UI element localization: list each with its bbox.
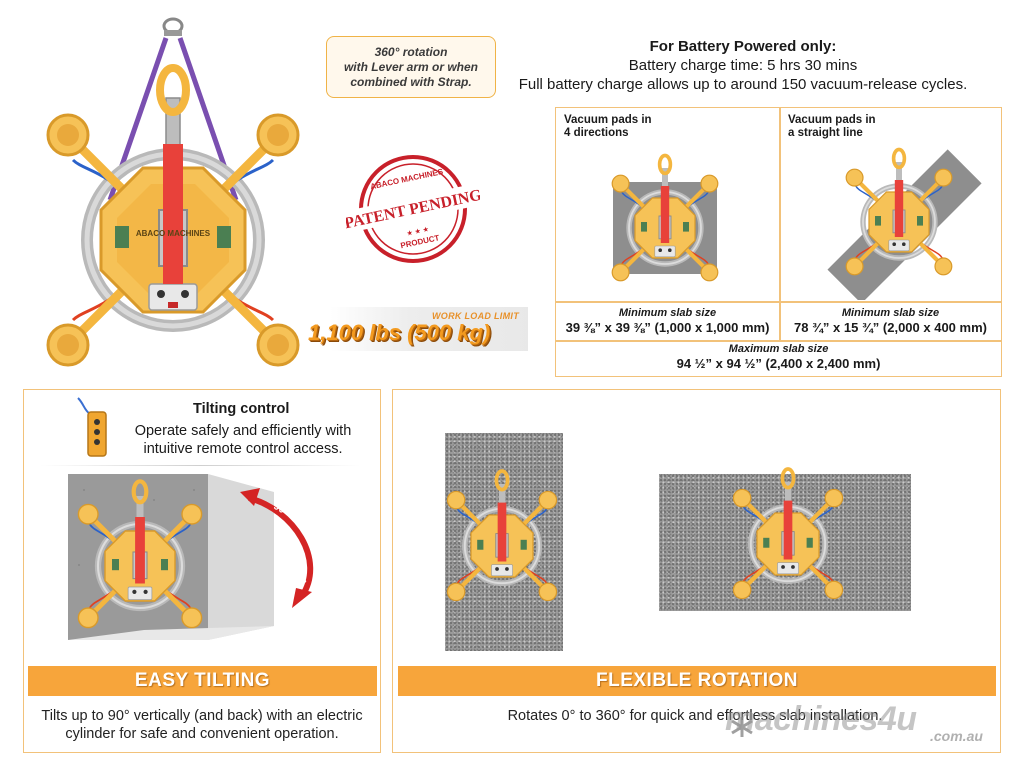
min-slab-4dir-label: Minimum slab size: [618, 307, 717, 319]
tilting-separator: [40, 465, 360, 466]
device-brand-label: ABACO MACHINES: [136, 229, 211, 238]
patent-pending-stamp: ABACO MACHINES PATENT PENDING PRODUCT ★ …: [346, 155, 480, 263]
battery-info: For Battery Powered only: Battery charge…: [500, 38, 986, 94]
easy-tilting-label: EASY TILTING: [134, 670, 271, 691]
pad-config-line-label: Vacuum pads in a straight line: [788, 114, 876, 140]
rotation-callout-line3: combined with Strap.: [350, 74, 472, 89]
rotation-callout-line1: 360° rotation: [374, 44, 448, 59]
work-load-label: WORK LOAD LIMIT: [432, 311, 519, 321]
pad-config-4dir-label: Vacuum pads in 4 directions: [564, 114, 652, 140]
max-slab-label: Maximum slab size: [728, 343, 829, 355]
rotation-callout: 360° rotation with Lever arm or when com…: [326, 36, 496, 98]
watermark-domain: .com.au: [930, 728, 983, 744]
shackle-icon: [162, 17, 184, 36]
remote-control-icon: [77, 397, 107, 457]
watermark-logo-icon: [731, 717, 753, 737]
watermark-brand: machines4u: [725, 700, 917, 738]
easy-tilting-banner: EASY TILTING: [28, 666, 377, 696]
pad-config-4dir-line2: 4 directions: [564, 127, 629, 139]
rotation-lifter-vertical: [444, 456, 564, 616]
work-load-backdrop: [330, 307, 528, 351]
tilting-control-title: Tilting control: [193, 401, 290, 417]
tilt-angle-top: 90°: [272, 501, 291, 518]
pad-config-4dir-image: [611, 128, 721, 298]
stamp-bottom-text: PRODUCT: [400, 233, 441, 250]
battery-charge-time: Battery charge time: 5 hrs 30 mins: [628, 57, 858, 74]
specs-table: Vacuum pads in 4 directions Vacuum pads …: [555, 107, 1002, 377]
pad-config-line-image: [827, 130, 982, 300]
rotation-lifter-horizontal: [716, 448, 866, 608]
main-lifter-illustration: ABACO MACHINES: [40, 17, 310, 380]
max-slab-value: 94 ½” x 94 ½” (2,400 x 2,400 mm): [676, 356, 881, 371]
min-slab-line-value: 78 ¾” x 15 ¾” (2,000 x 400 mm): [794, 320, 987, 335]
rotation-callout-line2: with Lever arm or when: [343, 59, 479, 74]
flexible-rotation-description: Rotates 0° to 360° for quick and effortl…: [507, 708, 883, 724]
min-slab-4dir-value: 39 ⅜” x 39 ⅜” (1,000 x 1,000 mm): [565, 320, 770, 335]
tilting-illustration: 90° 0°: [68, 474, 314, 640]
battery-cycles: Full battery charge allows up to around …: [518, 76, 968, 93]
pad-config-line-line1: Vacuum pads in: [788, 114, 876, 126]
pad-config-line-line2: a straight line: [788, 127, 863, 139]
easy-tilting-description: Tilts up to 90° vertically (and back) wi…: [41, 708, 363, 742]
work-load-value: 1,100 lbs (500 kg): [308, 320, 491, 345]
flexible-rotation-label: FLEXIBLE ROTATION: [595, 670, 798, 691]
flexible-rotation-banner: FLEXIBLE ROTATION: [398, 666, 996, 696]
min-slab-line-label: Minimum slab size: [841, 307, 940, 319]
pad-config-4dir-line1: Vacuum pads in: [564, 114, 652, 126]
tilting-control-text: Operate safely and efficiently with intu…: [134, 423, 352, 457]
battery-title: For Battery Powered only:: [649, 38, 837, 55]
tilt-angle-bottom: 0°: [298, 578, 307, 588]
